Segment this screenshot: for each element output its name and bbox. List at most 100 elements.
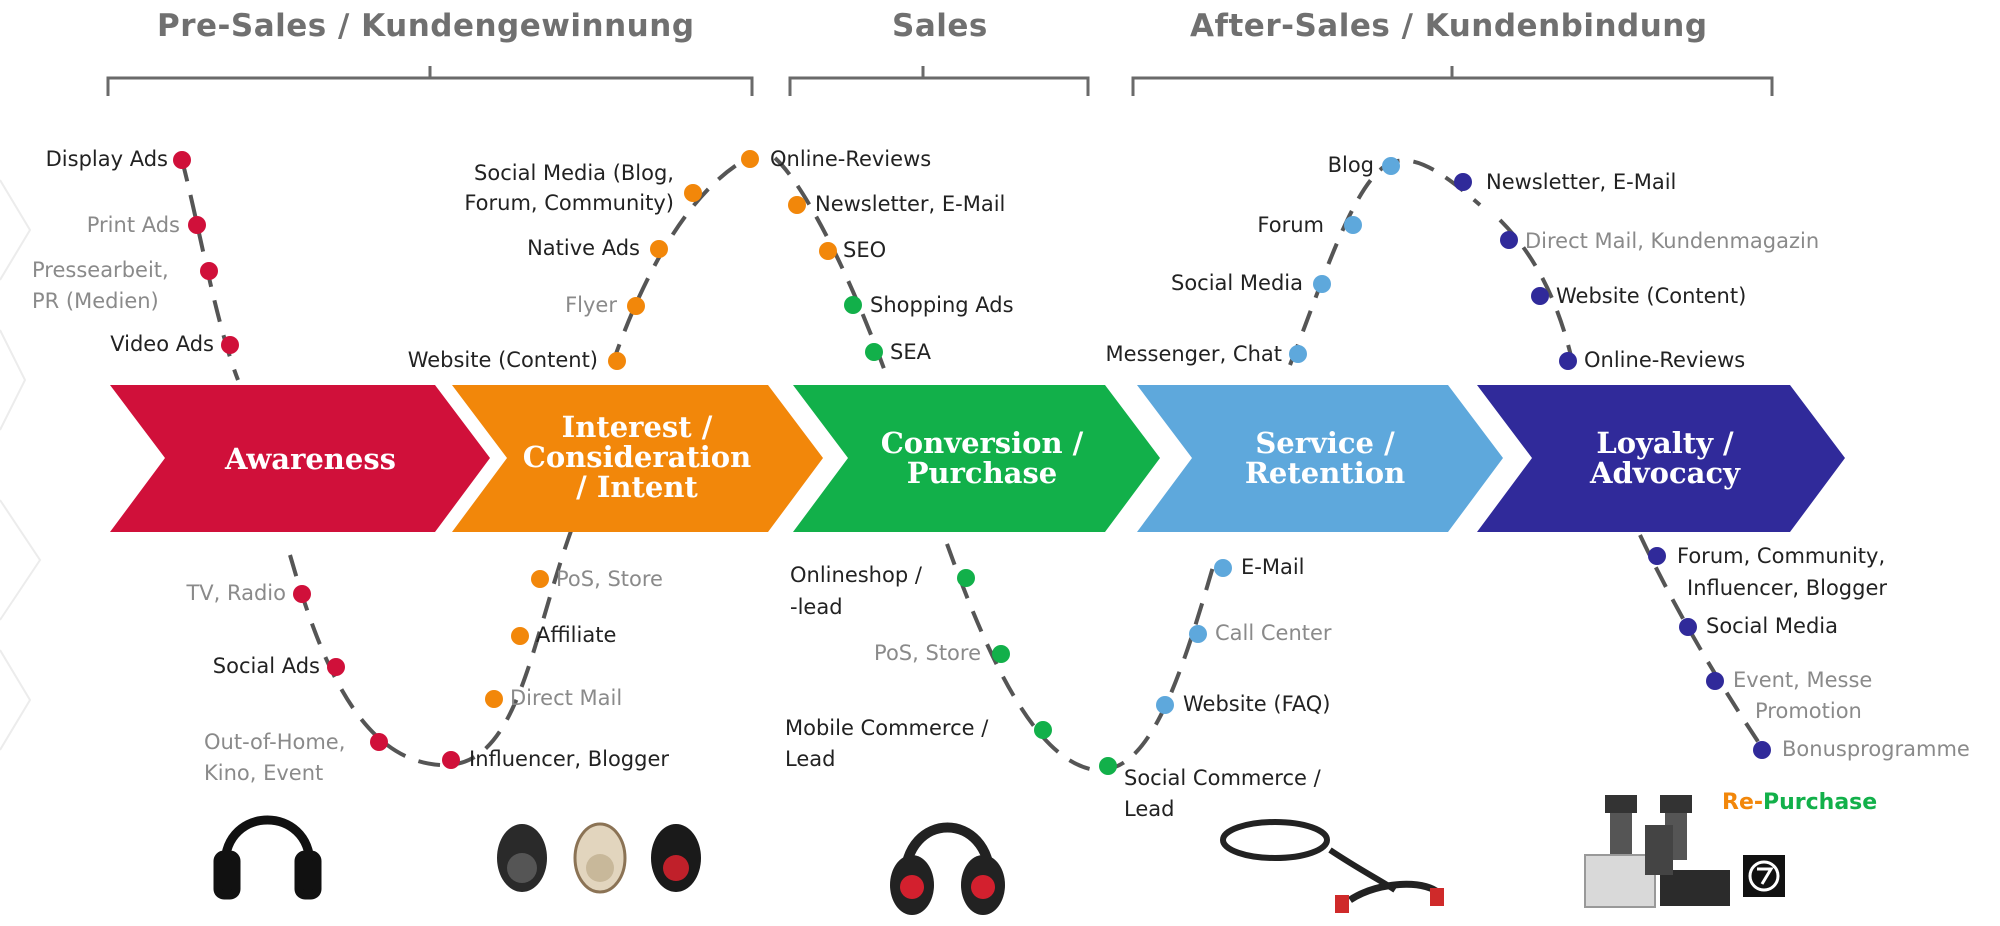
aftersales-bracket (1131, 66, 1774, 96)
channel-label: Influencer, Blogger (1687, 576, 1888, 600)
phase-brackets (106, 66, 1774, 96)
channel-dot (511, 627, 529, 645)
channel-label: Flyer (565, 293, 617, 317)
channel-label: PR (Medien) (32, 289, 159, 313)
channel-dot (1214, 559, 1232, 577)
channel-label: Forum, Community) (464, 191, 674, 215)
channel-dot (1753, 741, 1771, 759)
channel-dot (200, 262, 218, 280)
conversion-arrow (793, 385, 1160, 532)
hifi-system-image (1584, 795, 1730, 908)
channel-label: Website (Content) (1556, 284, 1747, 308)
channel-label: E-Mail (1241, 555, 1305, 579)
channel-label: Shopping Ads (870, 293, 1014, 317)
stage-service-line1: Service / (1255, 426, 1395, 460)
channel-dot (1679, 618, 1697, 636)
channel-label: PoS, Store (874, 641, 981, 665)
channel-label: Affiliate (536, 623, 617, 647)
channel-dot (327, 658, 345, 676)
channel-dot (1382, 157, 1400, 175)
channel-label: Social Media (Blog, (474, 161, 674, 185)
channel-dot (741, 150, 759, 168)
channel-label: Mobile Commerce / (785, 716, 989, 740)
channel-label: Social Ads (212, 654, 320, 678)
channel-dot (844, 296, 862, 314)
channel-dot (1559, 352, 1577, 370)
channel-label: Social Commerce / (1124, 766, 1321, 790)
phase-title-sales: Sales (892, 8, 988, 44)
channel-dot (1706, 672, 1724, 690)
channel-dot (608, 352, 626, 370)
phase-title-presales: Pre-Sales / Kundengewinnung (157, 8, 695, 44)
sales-bracket (788, 66, 1090, 96)
channel-label: Promotion (1755, 699, 1862, 723)
channel-dot (1531, 287, 1549, 305)
channel-dot (788, 196, 806, 214)
channel-label: SEA (890, 340, 931, 364)
channel-label: Bonusprogramme (1782, 737, 1970, 761)
channel-label: Kino, Event (204, 761, 324, 785)
headphones-red-image (890, 822, 1005, 915)
stage-interest-line1: Interest / (561, 410, 713, 444)
phase-title-aftersales: After-Sales / Kundenbindung (1190, 8, 1708, 44)
channel-label: Video Ads (110, 332, 214, 356)
brand-logo-icon (1743, 855, 1785, 897)
channel-dot (1289, 345, 1307, 363)
channel-label: Direct Mail (510, 686, 623, 710)
stage-conversion: Conversion / Purchase (857, 428, 1107, 488)
channel-label: Website (Content) (407, 348, 598, 372)
channel-dot (1648, 547, 1666, 565)
channel-dot (485, 690, 503, 708)
channel-label: Online-Reviews (770, 147, 932, 171)
channel-dot (819, 242, 837, 260)
channel-label: PoS, Store (556, 567, 663, 591)
channel-dot (1034, 721, 1052, 739)
channel-dot (1313, 275, 1331, 293)
channel-dot (370, 733, 388, 751)
stage-interest-line2: Consideration (522, 440, 752, 474)
channel-dot (221, 336, 239, 354)
awareness-arrow (110, 385, 490, 532)
channel-dot (1344, 216, 1362, 234)
headphones-outline-icon (213, 815, 322, 900)
channel-label: Influencer, Blogger (469, 747, 670, 771)
channel-dot (865, 343, 883, 361)
channel-label: Pressearbeit, (32, 258, 169, 282)
channel-dot (1156, 696, 1174, 714)
channel-label: Forum (1257, 213, 1324, 237)
channel-label: Online-Reviews (1584, 348, 1746, 372)
channel-label: SEO (843, 238, 887, 262)
channel-label: Website (FAQ) (1183, 692, 1331, 716)
channel-label: -lead (790, 595, 843, 619)
stage-conversion-line2: Purchase (906, 456, 1058, 490)
repurchase-word: Purchase (1763, 790, 1878, 815)
stage-service-line2: Retention (1244, 456, 1406, 490)
channel-dot (1454, 173, 1472, 191)
channel-label: Native Ads (527, 236, 640, 260)
channel-label: Messenger, Chat (1105, 342, 1282, 366)
channel-dot (531, 570, 549, 588)
channel-label: Direct Mail, Kundenmagazin (1525, 229, 1820, 253)
channel-dot (627, 297, 645, 315)
presales-bracket (106, 66, 754, 96)
stage-loyalty-line1: Loyalty / (1596, 426, 1734, 460)
channel-label: Newsletter, E-Mail (1486, 170, 1677, 194)
background-pattern (0, 179, 42, 751)
channel-label: Out-of-Home, (204, 730, 346, 754)
stage-conversion-line1: Conversion / (880, 426, 1084, 460)
channel-label: Social Media (1170, 271, 1303, 295)
service-arrow (1137, 385, 1503, 532)
channel-label: Newsletter, E-Mail (815, 192, 1006, 216)
channel-label: Call Center (1215, 621, 1332, 645)
channel-label: Blog (1327, 153, 1374, 177)
stage-arrows (110, 385, 1845, 532)
channel-label: Event, Messe (1733, 668, 1873, 692)
loyalty-arrow (1477, 385, 1845, 532)
channel-dot (188, 216, 206, 234)
channel-label: Social Media (1706, 614, 1839, 638)
headphones-trio-image (497, 822, 701, 894)
channel-dot (173, 151, 191, 169)
channel-dot (650, 240, 668, 258)
channel-label: Display Ads (45, 147, 168, 171)
